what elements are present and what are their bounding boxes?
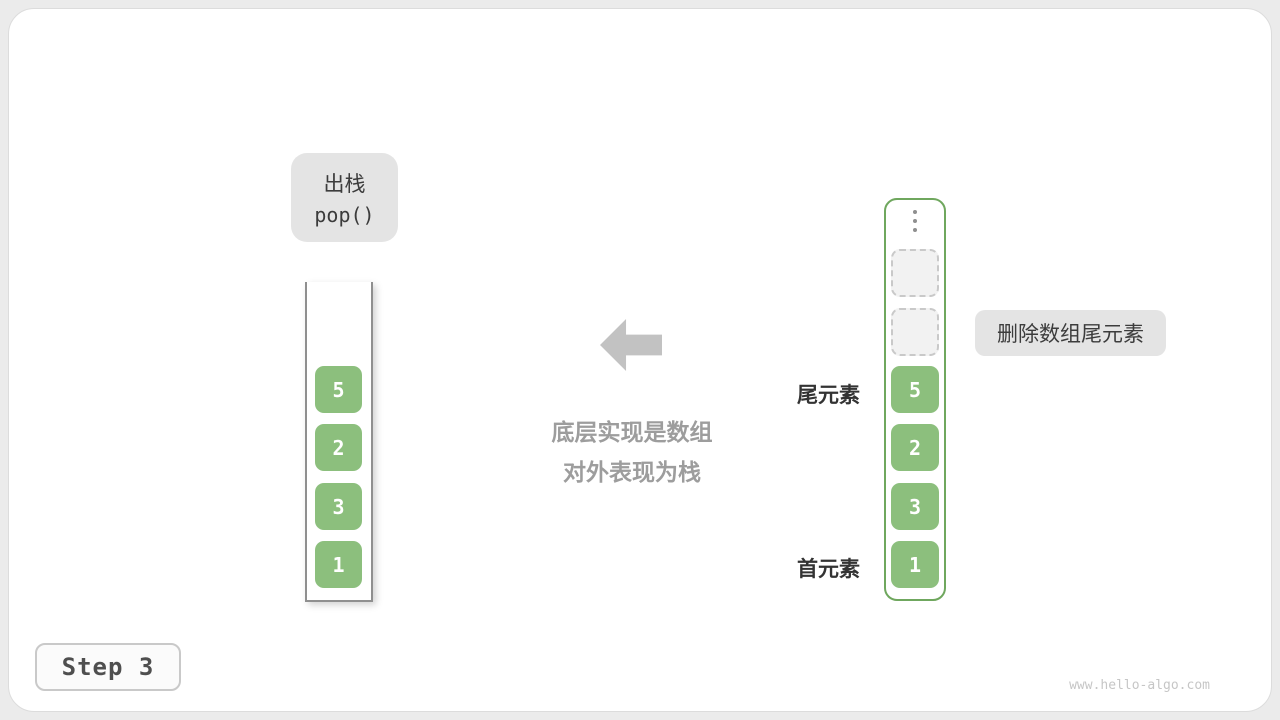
pop-label-code: pop(): [314, 203, 375, 227]
stack-cell: 1: [315, 541, 362, 588]
tail-element-label: 尾元素: [797, 384, 860, 407]
watermark: www.hello-algo.com: [1069, 678, 1210, 693]
array-cell: 3: [891, 483, 939, 530]
empty-slot: [891, 249, 939, 297]
step-badge: Step 3: [35, 643, 181, 691]
caption-line-1: 底层实现是数组: [551, 419, 713, 445]
head-element-label: 首元素: [797, 558, 860, 581]
array-cell: 5: [891, 366, 939, 413]
middle-caption: 底层实现是数组 对外表现为栈: [482, 412, 782, 492]
annotation-label: 删除数组尾元素: [975, 310, 1166, 356]
pop-label-cn: 出栈: [323, 173, 366, 196]
array-cell: 1: [891, 541, 939, 588]
stack-cell: 3: [315, 483, 362, 530]
array-cell: 2: [891, 424, 939, 471]
diagram-card: [8, 8, 1272, 712]
caption-line-2: 对外表现为栈: [563, 459, 701, 485]
pop-operation-label: 出栈 pop(): [291, 153, 398, 242]
ellipsis-icon: [913, 210, 917, 232]
stack-cell: 5: [315, 366, 362, 413]
empty-slot: [891, 308, 939, 356]
stack-cell: 2: [315, 424, 362, 471]
